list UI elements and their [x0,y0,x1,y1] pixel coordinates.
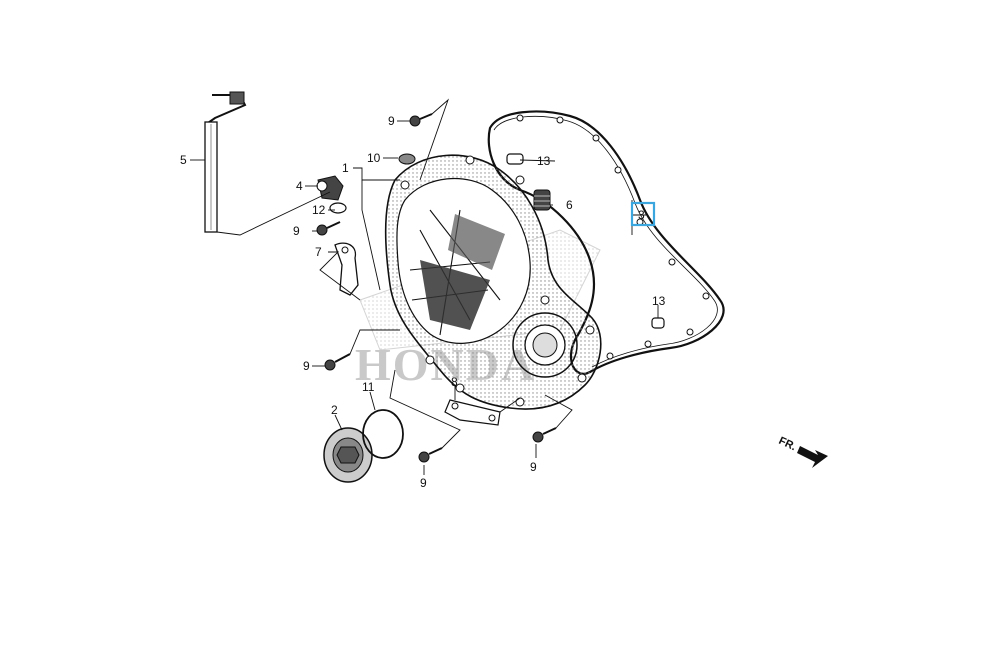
fitting-part-4 [316,175,344,201]
o-ring-part-12 [329,202,347,214]
cap-part-10 [398,153,416,165]
callout-3[interactable]: 3 [638,208,645,222]
bracket-part-7 [334,242,359,296]
callout-6[interactable]: 6 [566,198,573,212]
plug-part-6 [533,189,551,211]
callout-1[interactable]: 1 [342,161,349,175]
bolt-icon [418,447,443,463]
bracket-part-8 [444,399,501,426]
dowel-pin-upper [506,153,524,165]
bolt-icon [316,221,341,236]
clutch-cover [384,154,602,410]
cover-cap-part-2 [323,427,373,483]
cover-gasket [487,110,725,375]
shaft-part-5 [204,91,247,233]
bolt-icon [324,353,351,371]
callout-3-highlight [630,201,656,227]
bolt-icon [532,427,557,443]
bolt-icons [316,113,557,463]
callout-11[interactable]: 11 [362,380,375,394]
callouts: 1 2 3 4 5 6 7 8 9 9 9 9 9 10 11 12 13 13 [180,114,666,490]
callout-13-lower[interactable]: 13 [652,294,666,308]
direction-label: FR. [777,435,798,453]
callout-9-left[interactable]: 9 [293,224,300,238]
callout-8[interactable]: 8 [451,375,458,389]
callout-4[interactable]: 4 [296,179,303,193]
callout-13-upper[interactable]: 13 [537,154,551,168]
callout-9-bottom-right[interactable]: 9 [530,460,537,474]
callout-12[interactable]: 12 [312,203,326,217]
callout-9-bottom-left[interactable]: 9 [420,476,427,490]
o-ring-part-11 [362,409,404,459]
callout-9-mid[interactable]: 9 [303,359,310,373]
callout-7[interactable]: 7 [315,245,322,259]
dowel-pin-lower [651,317,665,329]
callout-9-upper[interactable]: 9 [388,114,395,128]
callout-10[interactable]: 10 [367,151,381,165]
bolt-icon [409,113,433,127]
callout-5[interactable]: 5 [180,153,187,167]
callout-2[interactable]: 2 [331,403,338,417]
front-direction-arrow: FR. [777,435,828,468]
